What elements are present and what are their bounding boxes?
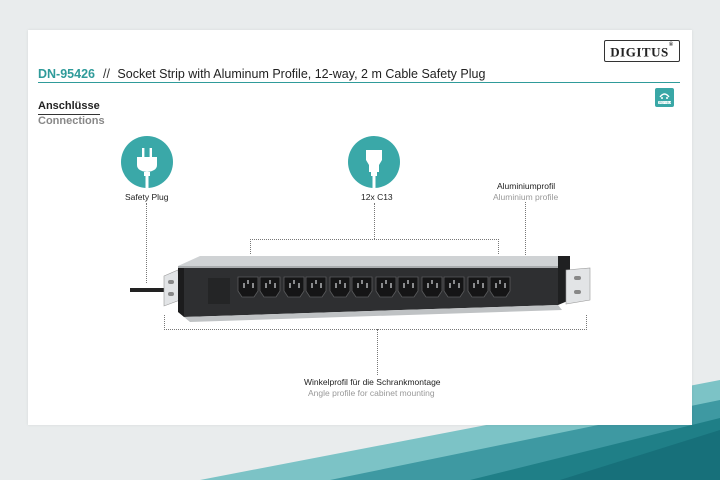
safety-plug-label: Safety Plug [125, 192, 169, 202]
profile-leader-line [525, 202, 526, 257]
product-card: DIGITUS® DN-95426 // Socket Strip with Al… [28, 30, 692, 425]
c13-socket [283, 276, 305, 298]
aluminium-profile-label-de: Aluminiumprofil [497, 181, 556, 191]
product-description: Socket Strip with Aluminum Profile, 12-w… [117, 67, 486, 81]
c13-leader-bracket [250, 239, 499, 254]
c13-socket [259, 276, 281, 298]
c13-socket [443, 276, 465, 298]
brand-logo: DIGITUS® [604, 40, 680, 62]
c13-connector-icon [366, 150, 382, 188]
safety-plug-icon [137, 148, 157, 188]
angle-leader-bracket [164, 315, 587, 330]
right-mounting-bracket [565, 267, 591, 305]
c13-socket-row [237, 276, 511, 298]
angle-profile-label-en: Angle profile for cabinet mounting [308, 388, 435, 398]
c13-socket [421, 276, 443, 298]
badge-text: GREY / BLK [658, 102, 672, 105]
c13-socket [305, 276, 327, 298]
aluminium-profile-label-en: Aluminium profile [493, 192, 559, 202]
c13-socket [397, 276, 419, 298]
c13-socket [467, 276, 489, 298]
left-mounting-bracket [163, 269, 181, 307]
title-separator: // [102, 67, 110, 81]
c13-socket [351, 276, 373, 298]
socket-badge-icon: GREY / BLK [658, 93, 672, 105]
section-title-en: Connections [38, 115, 105, 127]
c13-circle [348, 136, 400, 188]
plug-leader-line [146, 203, 147, 283]
title-underline [38, 82, 680, 83]
angle-leader-vertical [377, 329, 378, 375]
c13-socket [489, 276, 511, 298]
color-badge: GREY / BLK [655, 88, 674, 107]
angle-profile-label-de: Winkelprofil für die Schrankmontage [304, 377, 441, 387]
c13-socket [329, 276, 351, 298]
section-title-de: Anschlüsse [38, 100, 100, 115]
c13-socket [237, 276, 259, 298]
c13-leader-vertical [374, 203, 375, 239]
safety-plug-circle [121, 136, 173, 188]
c13-socket [375, 276, 397, 298]
product-title: DN-95426 // Socket Strip with Aluminum Pr… [38, 67, 485, 81]
aluminium-top-profile [178, 256, 570, 266]
product-code: DN-95426 [38, 67, 95, 81]
c13-label: 12x C13 [361, 192, 393, 202]
